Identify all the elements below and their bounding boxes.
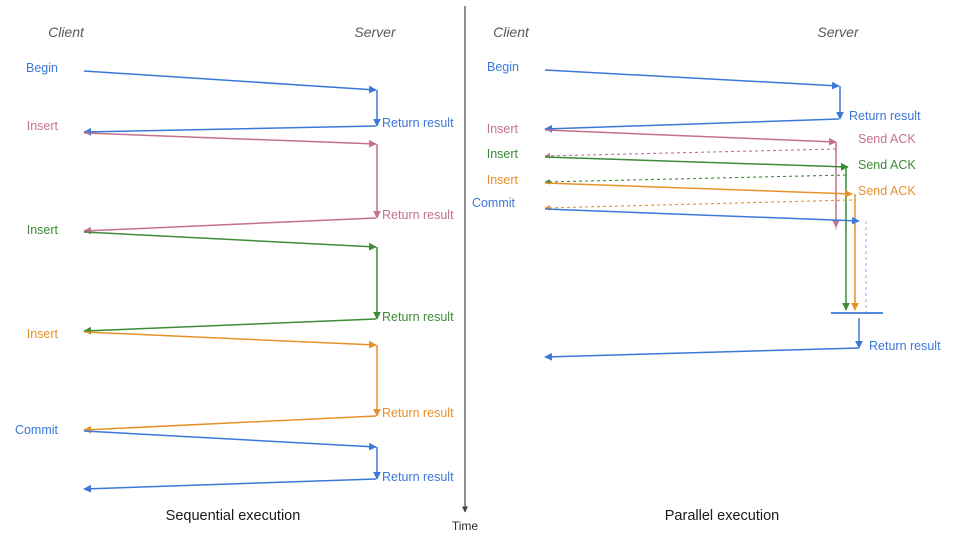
parallel-message-arrow-1-blue — [544, 118, 840, 133]
parallel-message-label-3: Send ACK — [858, 132, 916, 146]
parallel-message-arrow-3-pink — [544, 148, 837, 159]
parallel-message-label-0: Begin — [487, 60, 519, 74]
sequential-message-arrow-8-blue — [83, 430, 377, 451]
parallel-message-arrow-0-blue — [544, 69, 840, 90]
sequential-message-arrow-7-orange — [83, 415, 377, 434]
sequential-message-arrow-1-blue — [83, 125, 377, 136]
sequential-server-header: Server — [354, 24, 397, 40]
sequential-message-arrow-0-blue — [83, 70, 377, 94]
parallel-message-arrow-8-blue — [544, 208, 860, 225]
sequential-message-arrow-6-orange — [83, 331, 377, 349]
parallel-message-arrow-9-blue — [544, 347, 860, 361]
parallel-message-arrow-5-green — [544, 174, 847, 185]
sequential-message-arrow-4-green — [83, 231, 377, 251]
sequential-message-label-9: Return result — [382, 470, 454, 484]
sequential-message-label-0: Begin — [26, 61, 58, 75]
sequential-message-label-5: Return result — [382, 310, 454, 324]
parallel-message-label-4: Insert — [487, 147, 519, 161]
sequential-message-label-1: Return result — [382, 116, 454, 130]
sequential-client-header: Client — [48, 24, 85, 40]
time-axis-layer: Time — [452, 6, 479, 533]
parallel-message-label-7: Send ACK — [858, 184, 916, 198]
sequential-message-label-8: Commit — [15, 423, 59, 437]
parallel-server-header: Server — [817, 24, 860, 40]
parallel-message-label-5: Send ACK — [858, 158, 916, 172]
sequential-message-label-7: Return result — [382, 406, 454, 420]
parallel-message-arrow-6-orange — [544, 182, 853, 198]
parallel-message-label-6: Insert — [487, 173, 519, 187]
sequential-message-label-4: Insert — [27, 223, 59, 237]
parallel-message-label-9: Return result — [869, 339, 941, 353]
time-axis-label: Time — [452, 519, 479, 533]
sequential-message-label-3: Return result — [382, 208, 454, 222]
parallel-message-arrow-2-pink — [544, 129, 837, 146]
sequential-message-arrow-3-pink — [83, 217, 377, 235]
parallel-caption: Parallel execution — [665, 508, 779, 524]
sequential-message-arrow-5-green — [83, 318, 377, 335]
sequential-message-label-6: Insert — [27, 327, 59, 341]
parallel-message-label-8: Commit — [472, 196, 516, 210]
sequential-message-arrow-9-blue — [83, 478, 377, 493]
parallel-client-header: Client — [493, 24, 530, 40]
parallel-message-label-2: Insert — [487, 122, 519, 136]
sequential-message-arrow-2-pink — [83, 132, 377, 148]
sequential-caption: Sequential execution — [166, 508, 301, 524]
parallel-message-arrow-7-orange — [544, 199, 853, 211]
parallel-message-arrow-4-green — [544, 156, 849, 171]
sequential-message-label-2: Insert — [27, 119, 59, 133]
parallel-message-label-1: Return result — [849, 109, 921, 123]
